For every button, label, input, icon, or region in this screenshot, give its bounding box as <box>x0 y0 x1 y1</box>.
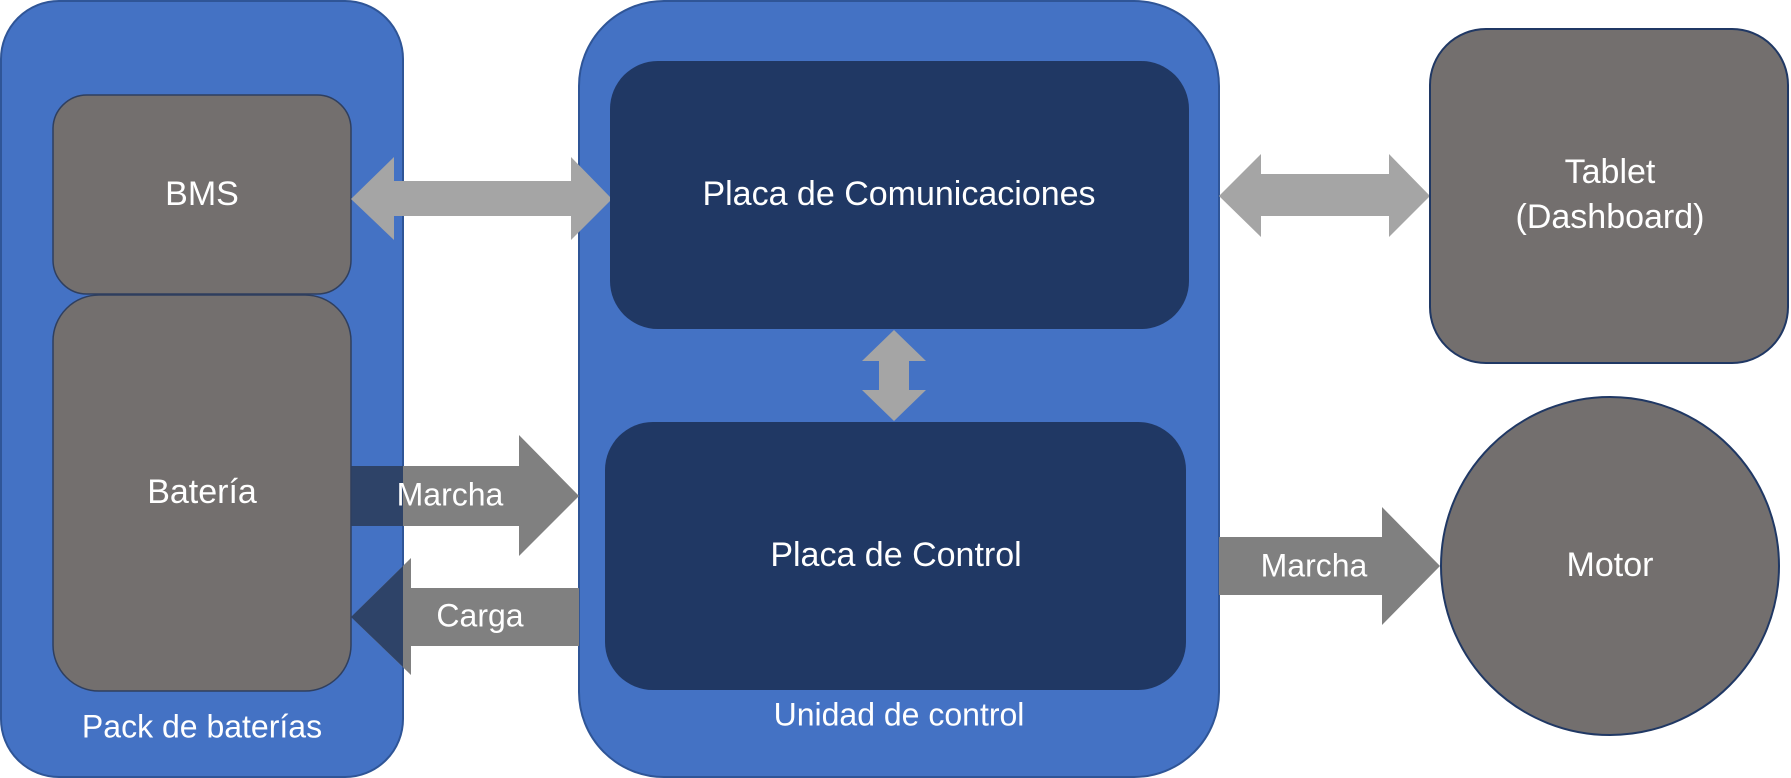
comms-board-box <box>610 61 1189 329</box>
battery-to-control-arrow <box>351 435 579 556</box>
comms-tablet-arrow <box>1219 154 1430 237</box>
motor-label: Motor <box>1567 546 1654 584</box>
bms-box <box>52 94 352 295</box>
tablet-sublabel: (Dashboard) <box>1516 198 1705 236</box>
control-to-battery-label: Carga <box>436 597 523 633</box>
tablet-box <box>1429 28 1789 364</box>
control-unit-label: Unidad de control <box>774 696 1025 732</box>
battery-to-control-label: Marcha <box>397 476 504 512</box>
motor-circle <box>1440 396 1780 736</box>
bms-comms-arrow <box>351 157 612 240</box>
control-to-battery-arrow-overlap <box>351 566 403 667</box>
control-board-label: Placa de Control <box>770 536 1021 574</box>
battery-label: Batería <box>147 473 257 511</box>
comms-board-label: Placa de Comunicaciones <box>702 175 1095 213</box>
control-to-battery-arrow <box>351 558 579 675</box>
battery-box <box>52 294 352 692</box>
comms-control-arrow <box>862 330 926 421</box>
control-board-box <box>605 422 1186 690</box>
bms-label: BMS <box>165 175 239 213</box>
battery-pack-label: Pack de baterías <box>82 708 322 744</box>
tablet-label: Tablet <box>1565 153 1656 191</box>
control-to-motor-label: Marcha <box>1261 547 1368 583</box>
control-to-motor-arrow <box>1219 507 1440 625</box>
battery-to-control-arrow-overlap <box>351 466 403 526</box>
